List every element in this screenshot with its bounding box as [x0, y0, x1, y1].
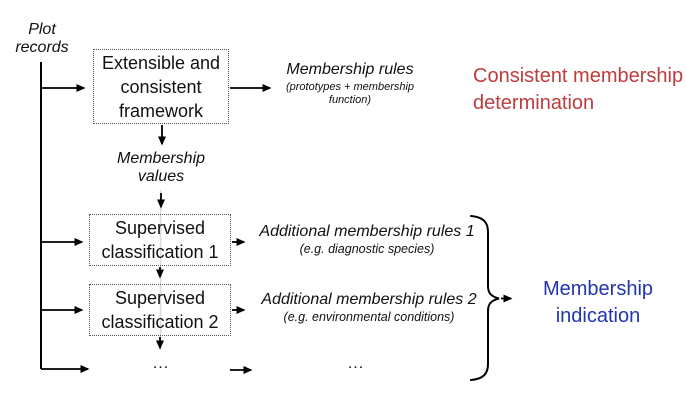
supervised-classification-1-box: Supervised classification 1: [89, 214, 231, 266]
membership-indication-annotation: Membership indication: [542, 278, 654, 327]
supervised-classification-2-label: Supervised classification 2: [101, 288, 219, 332]
consistent-membership-annotation: Consistent membership determination: [473, 65, 684, 114]
ellipsis-rules: ...: [347, 355, 365, 372]
grouping-brace: [470, 215, 500, 381]
supervised-classification-1-label: Supervised classification 1: [101, 218, 219, 262]
additional-rules-2-subtitle: (e.g. environmental conditions): [283, 310, 455, 324]
membership-rules-group: Membership rules (prototypes + membershi…: [280, 61, 420, 107]
additional-rules-1-label: Additional membership rules 1: [259, 223, 475, 240]
membership-values-label: Membership values: [116, 150, 206, 185]
plot-records-label: Plot records: [15, 21, 69, 56]
additional-rules-1-group: Additional membership rules 1 (e.g. diag…: [250, 223, 484, 256]
membership-rules-label: Membership rules: [286, 61, 414, 78]
additional-rules-2-group: Additional membership rules 2 (e.g. envi…: [250, 291, 488, 324]
supervised-classification-2-box: Supervised classification 2: [89, 284, 231, 336]
membership-rules-subtitle: (prototypes + membership function): [285, 81, 415, 106]
additional-rules-1-subtitle: (e.g. diagnostic species): [299, 242, 435, 256]
additional-rules-2-label: Additional membership rules 2: [261, 291, 477, 308]
ellipsis-classification: ...: [152, 355, 170, 372]
framework-box: Extensible and consistent framework: [93, 49, 229, 124]
framework-box-label: Extensible and consistent framework: [101, 52, 221, 121]
